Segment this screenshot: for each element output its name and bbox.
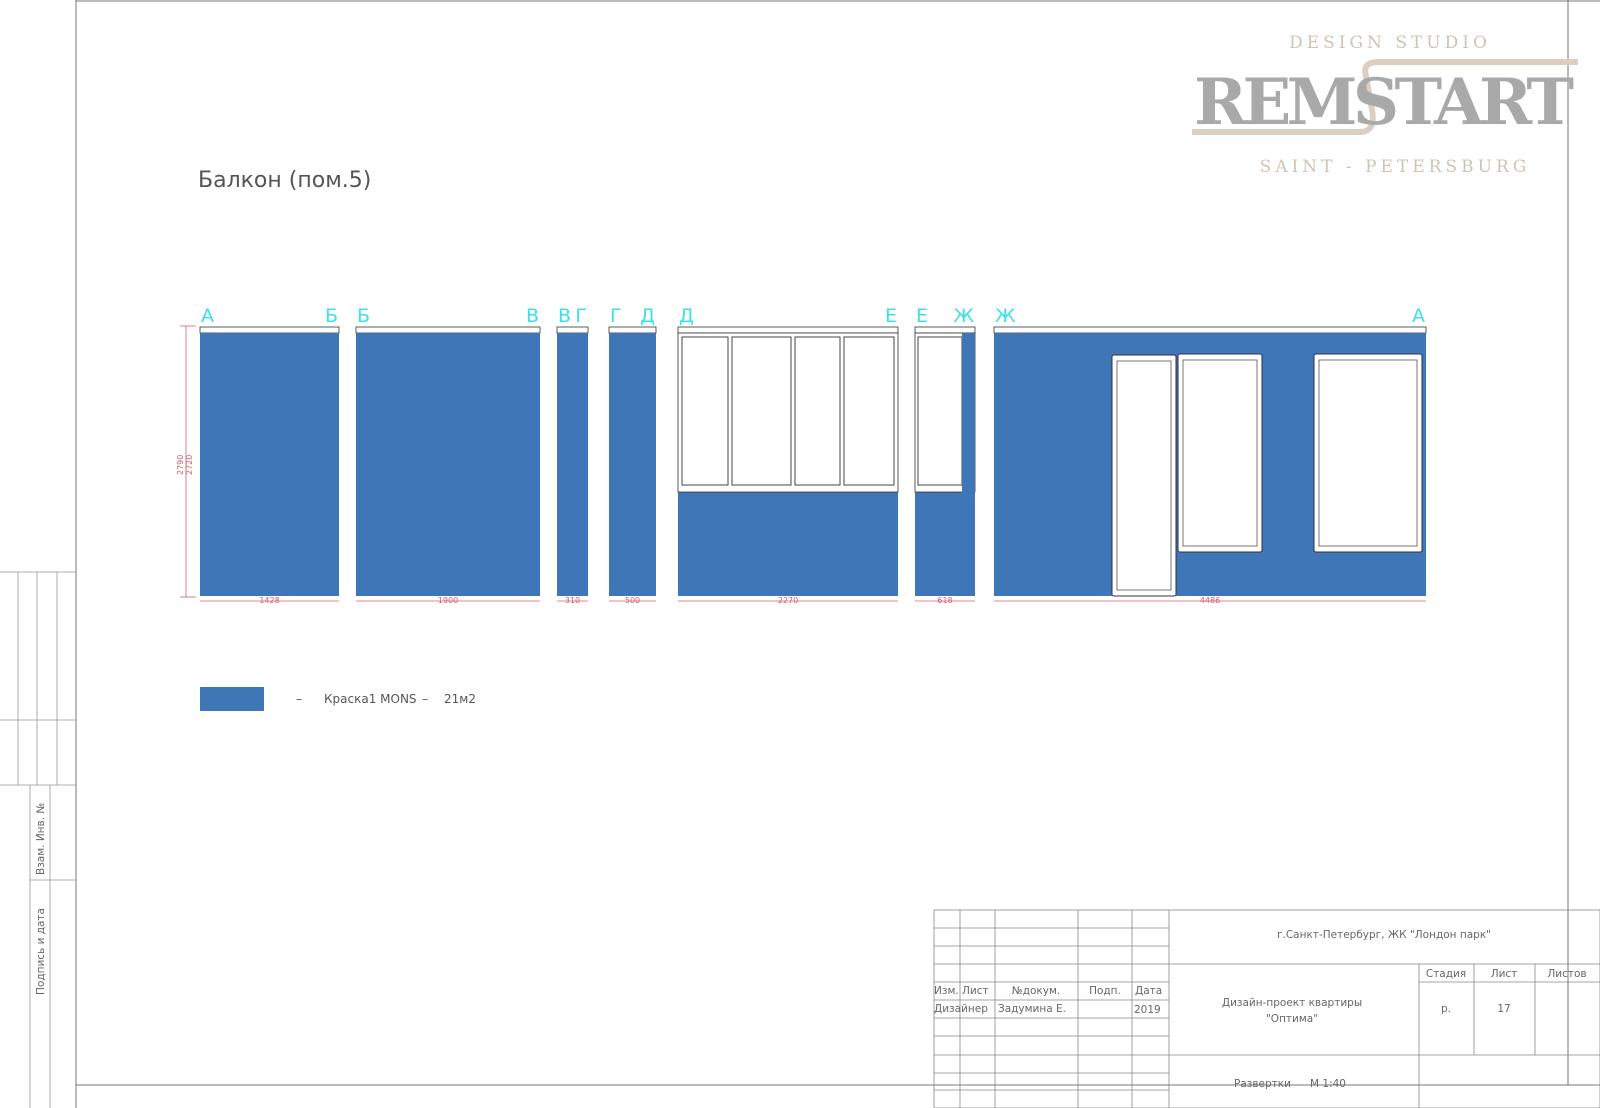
window-pane (794, 336, 841, 486)
legend: – Краска1 MONS – 21м2 (200, 687, 476, 711)
ceiling-strip (608, 326, 657, 334)
sheet-label: Лист (1491, 968, 1518, 980)
painted-area (962, 333, 975, 596)
svg-text:2720: 2720 (185, 455, 194, 475)
height-dimension: 2790 2720 (176, 325, 196, 598)
title-block-text: г.Санкт-Петербург, ЖК "Лондон парк" Изм.… (934, 929, 1587, 1090)
painted-area (557, 333, 588, 596)
designer-name: Задумина Е. (998, 1003, 1066, 1015)
scale: М 1:40 (1310, 1078, 1346, 1090)
stage-label: Стадия (1426, 968, 1466, 980)
svg-text:SAINT - PETERSBURG: SAINT - PETERSBURG (1260, 157, 1531, 177)
wall-panel: 618 Е Ж (914, 305, 976, 605)
header-izm: Изм. (934, 985, 959, 997)
stage-value: р. (1441, 1003, 1451, 1015)
sheet-title: Развертки (1234, 1078, 1291, 1090)
designer-role: Дизайнер (934, 1003, 988, 1015)
drawing-title: Балкон (пом.5) (198, 168, 371, 193)
axis-label-right: Ж (954, 305, 975, 327)
width-dimension: 1900 (438, 596, 458, 605)
wall-panel: 1900 Б В (355, 305, 541, 605)
axis-label-right: Е (885, 305, 897, 327)
window-pane (681, 336, 729, 486)
axis-label-left: Г (610, 305, 622, 327)
wall-panel: 2270 Д Е (677, 305, 899, 605)
axis-label-left: Ж (995, 305, 1016, 327)
ceiling-strip (914, 326, 976, 334)
axis-label-left: Д (679, 305, 694, 327)
legend-area: 21м2 (444, 692, 476, 706)
painted-area (200, 333, 339, 596)
legend-material: Краска1 MONS (324, 692, 417, 706)
axis-label-left: В (558, 305, 571, 327)
header-doc: №докум. (1012, 985, 1060, 997)
axis-label-right: В (526, 305, 539, 327)
project-name-line2: "Оптима" (1266, 1013, 1318, 1025)
sheets-label: Листов (1547, 968, 1586, 980)
ceiling-strip (199, 326, 340, 334)
axis-label-left: Е (916, 305, 928, 327)
axis-label-right: Г (575, 305, 587, 327)
ceiling-strip (993, 326, 1427, 334)
width-dimension: 1428 (259, 596, 279, 605)
header-date: Дата (1135, 985, 1162, 997)
svg-text:REMSTART: REMSTART (1194, 65, 1574, 140)
side-stamp (0, 571, 76, 1108)
window-pane (917, 336, 963, 486)
wall-panel: 1428 А Б (199, 305, 340, 605)
width-dimension: 500 (625, 596, 640, 605)
ceiling-strip (355, 326, 541, 334)
header-sign: Подп. (1089, 985, 1121, 997)
year: 2019 (1134, 1004, 1161, 1016)
painted-area (609, 333, 656, 596)
width-dimension: 2270 (778, 596, 798, 605)
width-dimension: 4486 (1200, 596, 1220, 605)
sheet-frame (75, 0, 1600, 1108)
window-pane (843, 336, 895, 486)
window-pane (731, 336, 792, 486)
ceiling-strip (556, 326, 589, 334)
project-name-line1: Дизайн-проект квартиры (1222, 997, 1362, 1009)
svg-text:DESIGN STUDIO: DESIGN STUDIO (1289, 33, 1491, 53)
window-pane (1116, 360, 1172, 591)
title-block (933, 909, 1600, 1108)
axis-label-left: Б (357, 305, 370, 327)
window-pane (1318, 359, 1418, 547)
wall-panel: 4486 Ж А (993, 305, 1427, 605)
sheet-number: 17 (1497, 1003, 1510, 1015)
legend-dash: – (296, 692, 302, 706)
header-list: Лист (962, 985, 989, 997)
axis-label-right: Д (640, 305, 655, 327)
window-pane (1182, 359, 1258, 547)
painted-area (678, 492, 898, 596)
svg-text:2790: 2790 (176, 455, 185, 475)
painted-area (356, 333, 540, 596)
legend-swatch (200, 687, 264, 711)
ceiling-strip (677, 326, 899, 334)
project-address: г.Санкт-Петербург, ЖК "Лондон парк" (1277, 929, 1491, 941)
side-stamp-inv-label: Взам. Инв. № (35, 803, 47, 875)
remstart-logo: DESIGN STUDIO REMSTART SAINT - PETERSBUR… (1192, 33, 1578, 177)
legend-dash: – (422, 692, 428, 706)
width-dimension: 618 (937, 596, 952, 605)
side-stamp-sign-label: Подпись и дата (35, 908, 47, 995)
width-dimension: 310 (565, 596, 580, 605)
axis-label-right: А (1412, 305, 1425, 327)
axis-label-right: Б (325, 305, 338, 327)
axis-label-left: А (201, 305, 214, 327)
